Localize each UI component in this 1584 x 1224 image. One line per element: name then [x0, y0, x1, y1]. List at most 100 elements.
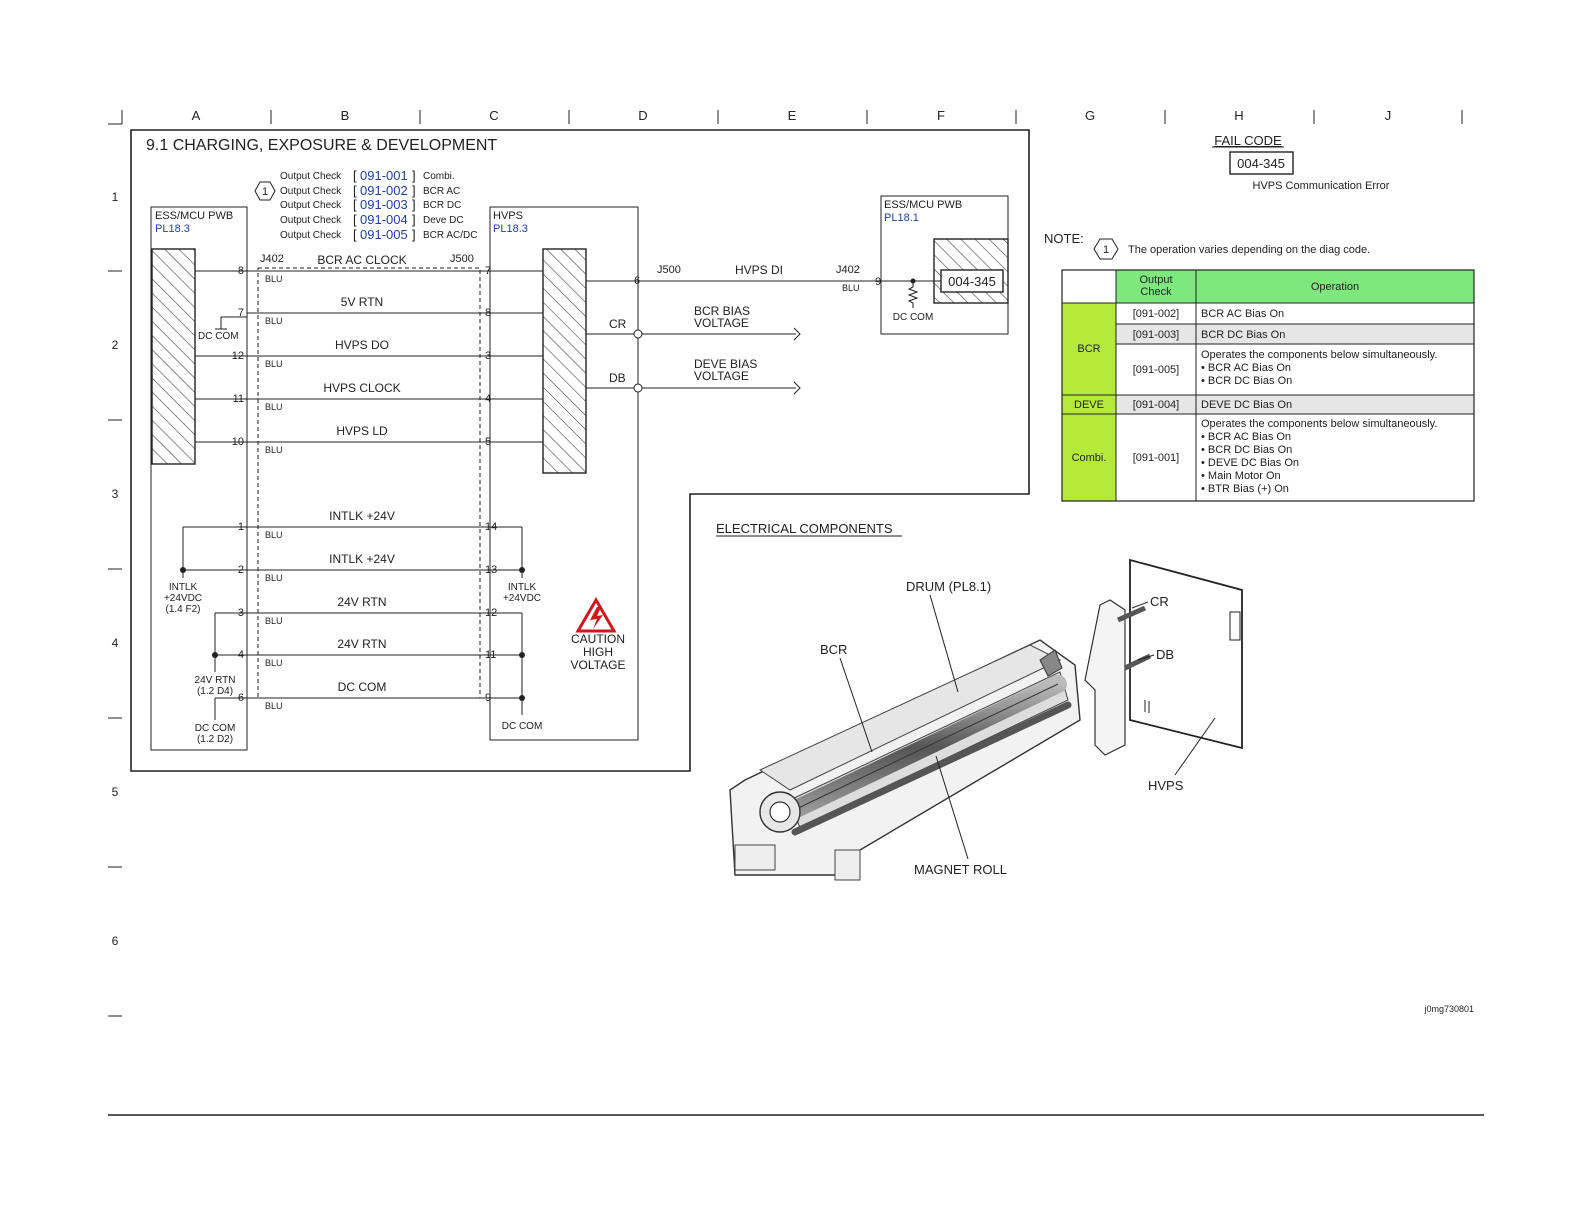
left-connector-label: J402 — [260, 253, 284, 265]
rtn-label: (1.2 D4) — [197, 686, 233, 697]
grid-col-label: J — [1385, 108, 1392, 123]
hvps-board-illustration — [1129, 558, 1243, 750]
right-pin: 4 — [485, 393, 491, 405]
intlk-label: (1.4 F2) — [165, 604, 200, 615]
hvps-board: HVPS PL18.3 J500 — [450, 206, 639, 741]
right-pin: 5 — [485, 436, 491, 448]
dc-com-label: DC COM — [198, 331, 239, 342]
grid-col-label: B — [341, 108, 350, 123]
signal-name: HVPS CLOCK — [323, 381, 400, 395]
signal-name: BCR AC CLOCK — [317, 253, 406, 267]
table-op: • BCR AC Bias On — [1201, 362, 1291, 374]
output-check-desc: Combi. — [423, 171, 455, 182]
wire-color: BLU — [265, 316, 283, 326]
table-op: Operates the components below simultaneo… — [1201, 349, 1437, 361]
left-pin: 10 — [232, 436, 244, 448]
right-pin: 7 — [485, 265, 491, 277]
fail-code-desc: HVPS Communication Error — [1253, 180, 1390, 192]
right-board-code: 004-345 — [948, 274, 996, 289]
drum-label: DRUM (PL8.1) — [906, 579, 991, 594]
svg-text:]: ] — [412, 197, 416, 212]
harness-box — [257, 267, 481, 699]
wire-color: BLU — [265, 402, 283, 412]
note: NOTE: 1 The operation varies depending o… — [1044, 231, 1370, 260]
caution-text: VOLTAGE — [571, 658, 626, 672]
table-op: • BCR AC Bias On — [1201, 431, 1291, 443]
right-board-name: ESS/MCU PWB — [884, 199, 962, 211]
caution-text: HIGH — [583, 645, 613, 659]
hvps-board-ref: PL18.3 — [493, 223, 528, 235]
section-frame — [130, 129, 1030, 772]
intlk-label: INTLK — [169, 582, 198, 593]
hvps-out-connector: J500 — [657, 264, 681, 276]
deve-bias-label: VOLTAGE — [694, 369, 749, 383]
right-board-ref: PL18.1 — [884, 212, 919, 224]
note-marker-icon — [1093, 238, 1119, 260]
hvps-connector-label: J500 — [450, 253, 474, 265]
right-pin: 12 — [485, 607, 497, 619]
hvps-out-pin: 6 — [634, 275, 640, 287]
right-board-pin: 9 — [875, 276, 881, 288]
signal-name: HVPS DO — [335, 338, 389, 352]
left-pin: 8 — [238, 265, 244, 277]
caution-high-voltage: CAUTION HIGH VOLTAGE — [571, 597, 626, 672]
left-pin: 12 — [232, 350, 244, 362]
cr-label: CR — [609, 317, 627, 331]
lightning-icon — [590, 607, 603, 629]
signal-name: 5V RTN — [341, 295, 383, 309]
table-code: [091-005] — [1133, 364, 1179, 376]
svg-text:]: ] — [412, 168, 416, 183]
svg-text:[: [ — [353, 168, 357, 183]
wire-color: BLU — [265, 445, 283, 455]
svg-text:[: [ — [353, 212, 357, 227]
table-code: [091-001] — [1133, 452, 1179, 464]
wire-color: BLU — [265, 616, 283, 626]
signal-name: INTLK +24V — [329, 509, 395, 523]
output-check-label: Output Check — [280, 171, 342, 182]
right-pin: 9 — [485, 692, 491, 704]
grid-col-label: F — [937, 108, 945, 123]
output-check-desc: Deve DC — [423, 215, 464, 226]
svg-text:[: [ — [353, 197, 357, 212]
hvps-connector-block — [542, 248, 587, 474]
output-check-label: Output Check — [280, 215, 342, 226]
signal-name: INTLK +24V — [329, 552, 395, 566]
note-marker-number: 1 — [1103, 244, 1109, 256]
hvps-di-label: HVPS DI — [735, 263, 783, 277]
output-check-code: 091-004 — [360, 212, 408, 227]
signal-name: 24V RTN — [337, 637, 386, 651]
output-check-label: Output Check — [280, 186, 342, 197]
bcr-bias-label: BCR BIAS — [694, 304, 750, 318]
cr-component-label: CR — [1150, 594, 1169, 609]
table-code: [091-002] — [1133, 308, 1179, 320]
grid-row-label: 4 — [112, 636, 119, 650]
left-pin: 2 — [238, 564, 244, 576]
grid-col-label: H — [1234, 108, 1243, 123]
wire-color: BLU — [265, 359, 283, 369]
wire-color: BLU — [265, 530, 283, 540]
left-pin: 1 — [238, 521, 244, 533]
grid-col-label: C — [489, 108, 498, 123]
intlk-label: +24VDC — [503, 593, 541, 604]
output-check-code: 091-005 — [360, 227, 408, 242]
table-code: [091-004] — [1133, 399, 1179, 411]
table-op: DEVE DC Bias On — [1201, 399, 1292, 411]
rtn-label: 24V RTN — [195, 675, 236, 686]
signal-name: DC COM — [338, 680, 387, 694]
right-pin: 8 — [485, 307, 491, 319]
grid-col-label: G — [1085, 108, 1095, 123]
fail-code: FAIL CODE 004-345 HVPS Communication Err… — [1212, 133, 1390, 192]
left-pin: 6 — [238, 692, 244, 704]
svg-text:[: [ — [353, 183, 357, 198]
caution-text: CAUTION — [571, 632, 625, 646]
intlk-label: INTLK — [508, 582, 537, 593]
table-op: BCR AC Bias On — [1201, 308, 1284, 320]
grid-col-label: D — [638, 108, 647, 123]
